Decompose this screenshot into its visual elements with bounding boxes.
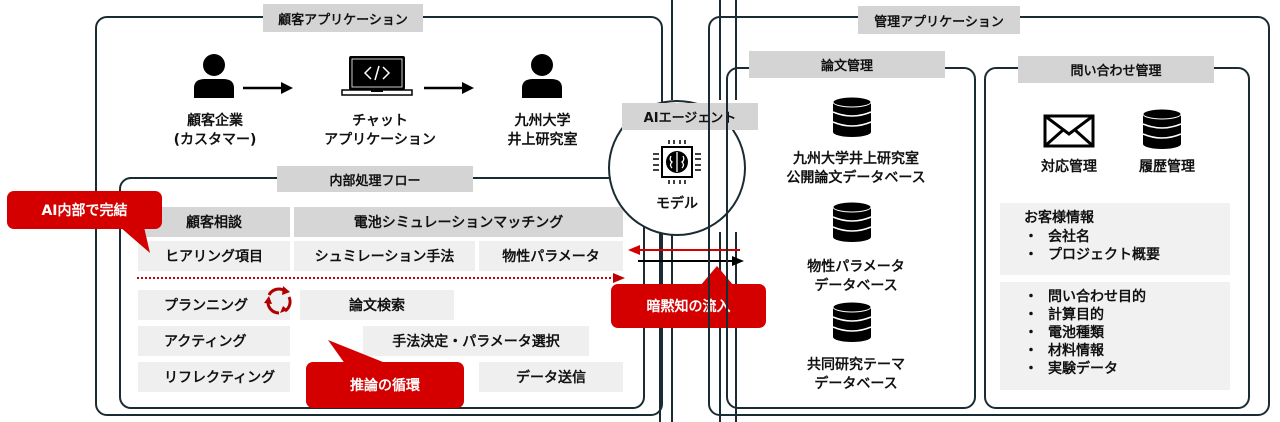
callout-pointer [120,227,150,253]
task-method-param-select: 手法決定・パラメータ選択 [363,326,589,356]
response-mgmt-label: 対応管理 [1041,159,1097,175]
list-item-text: プロジェクト概要 [1048,247,1160,263]
label-line: データベース [814,376,898,392]
brain-chip-icon [651,138,703,188]
callout-ai-internal: AI内部で完結 [7,191,162,229]
label-line: チャット [352,113,408,129]
callout-reasoning-loop-text: 推論の循環 [350,378,420,394]
database-icon [1141,108,1183,150]
list-item: ・プロジェクト概要 [1024,246,1230,264]
envelope-icon [1043,114,1095,148]
label-line: 顧客企業 [187,113,243,129]
header-battery-sim-matching: 電池シミュレーションマッチング [294,207,623,237]
bullet: ・ [1024,361,1038,377]
list-item: ・問い合わせ目的 [1024,288,1230,306]
label-line: 井上研究室 [507,132,578,148]
dotted-flow-arrow [137,273,625,283]
list-item-text: 材料情報 [1048,343,1104,359]
cycle-arrows-icon [261,283,297,319]
database-icon [831,96,873,138]
customer-app-title: 顧客アプリケーション [263,4,423,32]
label-line: アプリケーション [324,132,436,148]
list-item: ・電池種類 [1024,324,1230,342]
bullet: ・ [1024,343,1038,359]
label-line: (カスタマー) [173,132,257,148]
customer-info-box: お客様情報 ・会社名 ・プロジェクト概要 [1000,203,1230,275]
actor-customer-label: 顧客企業 (カスタマー) [150,112,280,150]
step-reflecting: リフレクティング [138,362,290,392]
list-item-text: 実験データ [1048,361,1118,377]
actor-chat-app-label: チャット アプリケーション [310,112,450,150]
label-line: データベース [814,278,898,294]
callout-pointer [328,340,398,370]
task-data-send: データ送信 [479,362,623,392]
cell-hearing-items: ヒアリング項目 [138,241,290,271]
db-physical-params-label: 物性パラメータ データベース [776,258,936,296]
internal-flow-title: 内部処理フロー [277,166,473,192]
list-item-text: 計算目的 [1048,307,1104,323]
laptop-code-icon [341,55,413,97]
label-line: 共同研究テーマ [807,357,905,373]
label-line: 九州大学井上研究室 [793,151,919,167]
customer-info-title: お客様情報 [1024,210,1094,226]
cell-simulation-method: シュミレーション手法 [294,241,475,271]
person-icon [518,52,566,98]
list-item-text: 会社名 [1048,229,1090,245]
label-line: 九州大学 [514,113,571,129]
callout-ai-internal-text: AI内部で完結 [41,203,128,219]
bullet: ・ [1024,307,1038,323]
inquiry-mgmt-title: 問い合わせ管理 [1018,56,1214,83]
header-customer-consult: 顧客相談 [138,207,290,237]
actor-lab-label: 九州大学 井上研究室 [480,112,605,150]
database-icon [831,301,873,343]
bullet: ・ [1024,325,1038,341]
list-item: ・実験データ [1024,360,1230,378]
bullet: ・ [1024,289,1038,305]
paper-mgmt-title: 論文管理 [749,51,945,78]
list-item: ・計算目的 [1024,306,1230,324]
list-item: ・材料情報 [1024,342,1230,360]
ai-agent-title: AIエージェント [622,103,758,130]
label-line: 物性パラメータ [807,259,905,275]
list-item-text: 電池種類 [1048,325,1104,341]
db-joint-research-label: 共同研究テーマ データベース [776,356,936,394]
callout-reasoning-loop: 推論の循環 [306,362,464,408]
model-label: モデル [656,196,698,212]
task-paper-search: 論文検索 [300,290,454,320]
inquiry-items-box: ・問い合わせ目的 ・計算目的 ・電池種類 ・材料情報 ・実験データ [1000,282,1230,390]
arrow-right-icon [243,82,293,94]
bullet: ・ [1024,247,1038,263]
arrow-right-icon [424,82,474,94]
history-mgmt-label: 履歴管理 [1139,159,1195,175]
cell-physical-params: 物性パラメータ [479,241,623,271]
step-planning: プランニング [138,290,290,320]
db-public-papers-label: 九州大学井上研究室 公開論文データベース [766,150,946,188]
list-item-text: 問い合わせ目的 [1048,289,1146,305]
person-icon [190,52,238,98]
admin-app-title: 管理アプリケーション [858,6,1020,34]
bullet: ・ [1024,229,1038,245]
database-icon [831,201,873,243]
step-acting: アクティング [138,326,290,356]
list-item: ・会社名 [1024,228,1230,246]
label-line: 公開論文データベース [786,170,926,186]
